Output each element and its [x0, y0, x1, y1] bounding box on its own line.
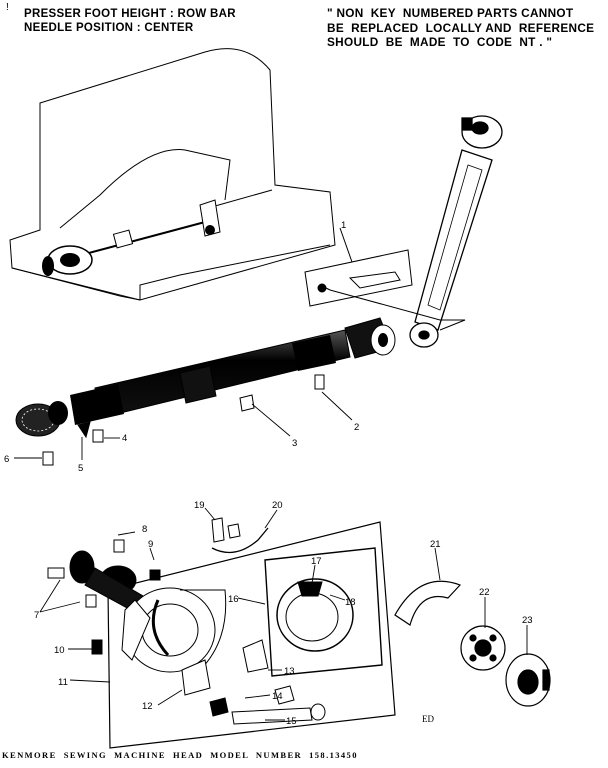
label-part-9: 9: [148, 539, 153, 550]
bobbin-parts: [394, 580, 551, 707]
label-part-11: 11: [58, 677, 68, 688]
machine-internal-shaft: [42, 199, 221, 276]
note-line-2: BE REPLACED LOCALLY AND REFERENCE: [327, 20, 595, 35]
label-part-23: 23: [522, 615, 533, 626]
label-part-17: 17: [311, 556, 322, 567]
label-part-18: 18: [345, 597, 356, 608]
callout-plate-1: [304, 227, 466, 331]
part-3-screw: [239, 394, 255, 412]
label-part-6: 6: [4, 454, 9, 465]
hook-parts: [47, 517, 354, 725]
label-part-10: 10: [54, 645, 65, 656]
note-line-1: " NON KEY NUMBERED PARTS CANNOT: [327, 6, 574, 20]
label-part-19: 19: [194, 500, 205, 511]
part-6-screw: [42, 451, 54, 466]
label-part-1: 1: [341, 220, 346, 231]
label-part-14: 14: [272, 691, 283, 702]
needle-position-text: NEEDLE POSITION : CENTER: [24, 22, 194, 34]
label-part-7: 7: [34, 610, 39, 621]
label-part-4: 4: [122, 433, 127, 444]
note-line-3: SHOULD BE MADE TO CODE NT . ": [327, 35, 553, 49]
part-21-race: [394, 580, 462, 626]
label-part-12: 12: [142, 701, 153, 712]
label-part-3: 3: [292, 438, 297, 449]
leader-lines: [14, 391, 528, 721]
presser-foot-height-text: PRESSER FOOT HEIGHT : ROW BAR: [24, 8, 236, 20]
header-note: " NON KEY NUMBERED PARTS CANNOT BE REPLA…: [327, 6, 594, 50]
lower-shaft-assembly: [15, 317, 396, 437]
header-settings: PRESSER FOOT HEIGHT : ROW BAR NEEDLE POS…: [24, 7, 236, 35]
label-part-22: 22: [479, 587, 490, 598]
label-part-20: 20: [272, 500, 283, 511]
part-labels: 1 2 3 4 5 6 7 8 9 10 11 12 13 14 15 16 1…: [4, 220, 533, 727]
label-part-8: 8: [142, 524, 147, 535]
label-part-2: 2: [354, 422, 359, 433]
part-5-clamp: [77, 421, 91, 439]
label-part-15: 15: [286, 716, 297, 727]
part-4-spring: [92, 429, 104, 443]
model-number-footer: KENMORE SEWING MACHINE HEAD MODEL NUMBER…: [2, 750, 358, 760]
part-2-screw: [314, 374, 325, 390]
machine-head-outline: [9, 48, 336, 301]
hook-assembly-frame: [107, 521, 396, 749]
label-part-21: 21: [430, 539, 441, 550]
corner-tick-mark: !: [6, 2, 9, 13]
label-part-13: 13: [284, 666, 295, 677]
label-part-16: 16: [228, 594, 239, 605]
connecting-rod: [409, 115, 503, 348]
small-parts: [42, 374, 325, 466]
label-part-5: 5: [78, 463, 83, 474]
code-mark: ED: [422, 714, 434, 724]
